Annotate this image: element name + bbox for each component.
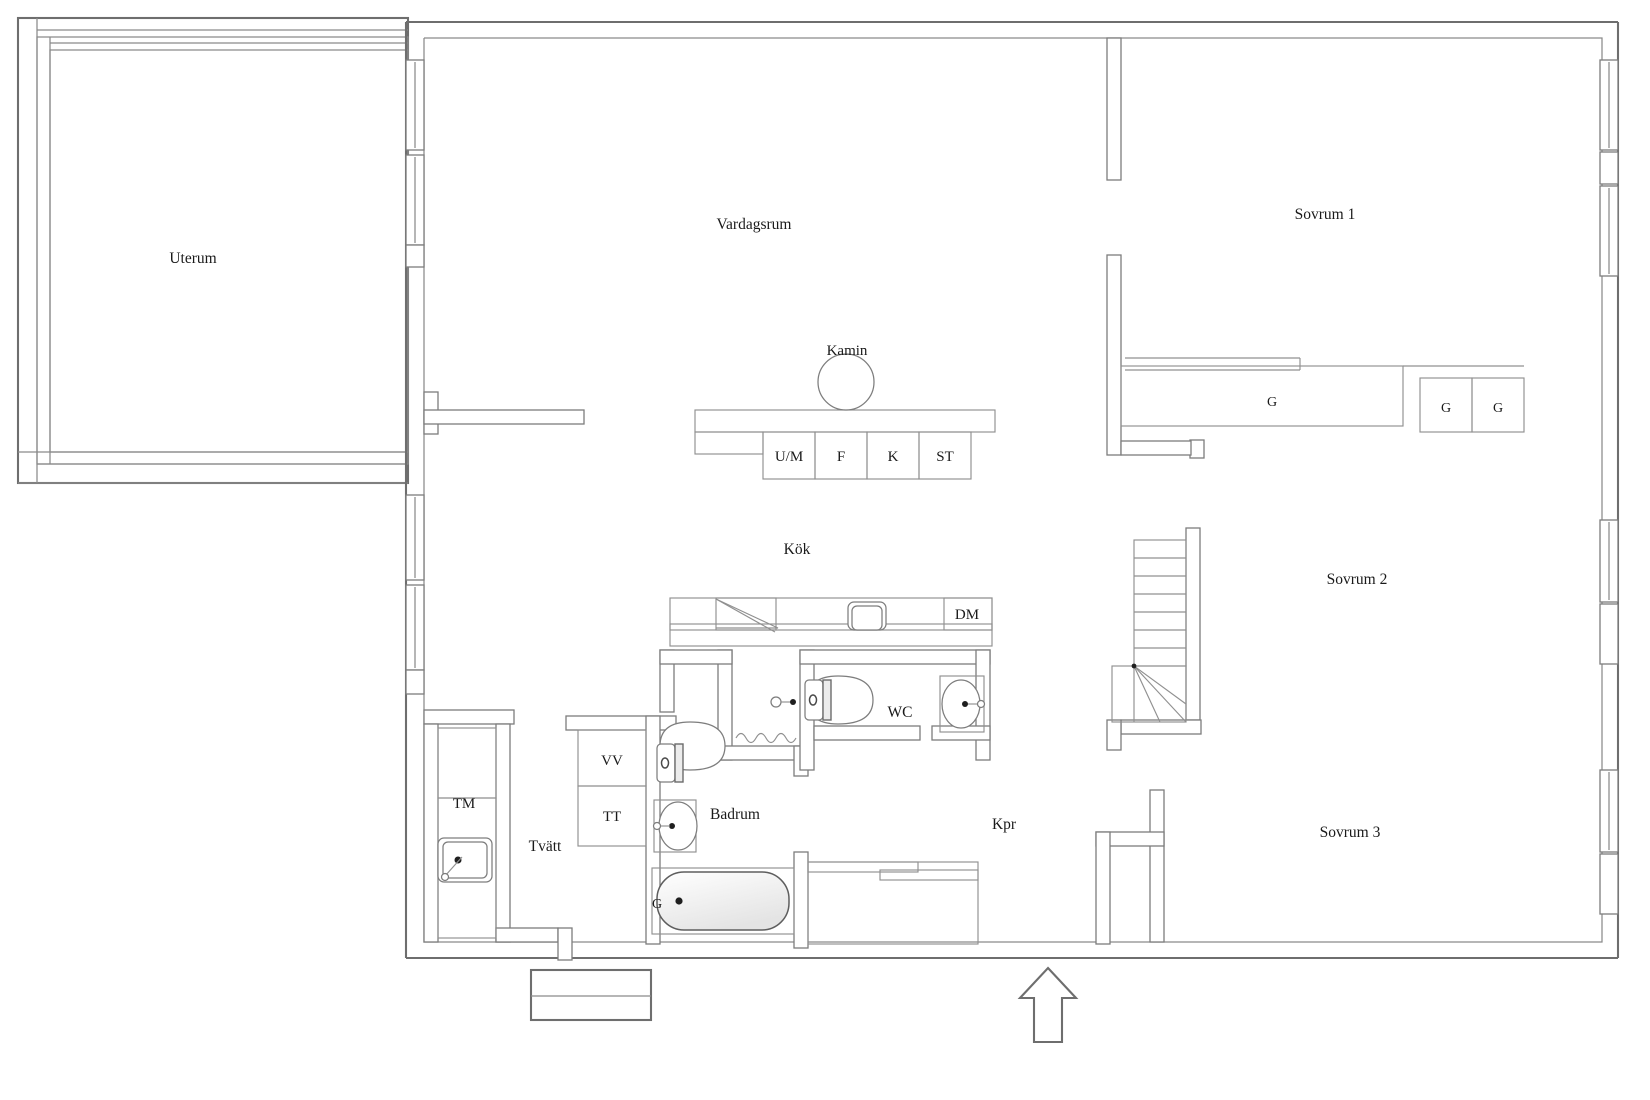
fixture-label-kamin: Kamin: [827, 343, 868, 359]
utility-sink-tvatt: [437, 837, 493, 883]
room-label-sovrum1: Sovrum 1: [1295, 206, 1356, 223]
toilet-wc: [804, 675, 874, 725]
fixture-label-st: ST: [936, 449, 954, 465]
room-label-kok: Kök: [784, 541, 811, 558]
fixture-label-um: U/M: [775, 449, 803, 465]
fixture-label-g-sov1c: G: [1493, 401, 1503, 416]
room-labels: Uterum Vardagsrum Kök Badrum Tvätt WC Kp…: [169, 206, 1387, 855]
kitchen-upper-counter: [694, 409, 996, 480]
room-label-vardagsrum: Vardagsrum: [717, 216, 792, 233]
room-label-sovrum3: Sovrum 3: [1320, 824, 1381, 841]
bottom-terrace: [529, 968, 653, 1022]
fixture-labels: Kamin U/M F K ST DM TM VV TT G G G G: [453, 343, 1503, 912]
room-label-tvatt: Tvätt: [529, 838, 562, 855]
wc-fixtures: [804, 675, 986, 733]
room-label-badrum: Badrum: [710, 806, 760, 823]
room-label-wc: WC: [888, 704, 913, 721]
interior-walls: [1095, 37, 1205, 945]
washbasin-badrum: [652, 799, 698, 853]
room-label-uterum: Uterum: [169, 250, 216, 267]
toilet-badrum: [656, 721, 726, 783]
radiator-badrum: [735, 732, 797, 744]
fireplace-kamin: [817, 353, 875, 411]
fixture-label-k: K: [888, 449, 899, 465]
fixture-label-tm: TM: [453, 796, 476, 812]
room-label-sovrum2: Sovrum 2: [1327, 571, 1388, 588]
right-wall-windows: [1599, 59, 1619, 915]
staircase: [1111, 539, 1187, 723]
fixture-label-g-sov1b: G: [1441, 401, 1451, 416]
room-label-kpr: Kpr: [992, 816, 1017, 833]
sovrum1-wardrobes: [1120, 357, 1525, 433]
entrance-arrow: [1017, 966, 1079, 1044]
fixture-label-dm: DM: [955, 607, 979, 623]
washbasin-wc: [939, 675, 986, 733]
bathtub: [651, 867, 795, 935]
fixture-label-g-sov1a: G: [1267, 395, 1277, 410]
fixture-label-f: F: [837, 449, 845, 465]
left-wall-windows: [405, 59, 425, 695]
bathroom-fixtures: [651, 696, 797, 935]
towel-hook: [770, 696, 796, 708]
kitchen-lower-counter: [669, 597, 993, 647]
fixture-label-tt: TT: [603, 809, 621, 825]
fixture-label-vv: VV: [601, 753, 623, 769]
fixture-label-g-bath: G: [652, 897, 662, 912]
